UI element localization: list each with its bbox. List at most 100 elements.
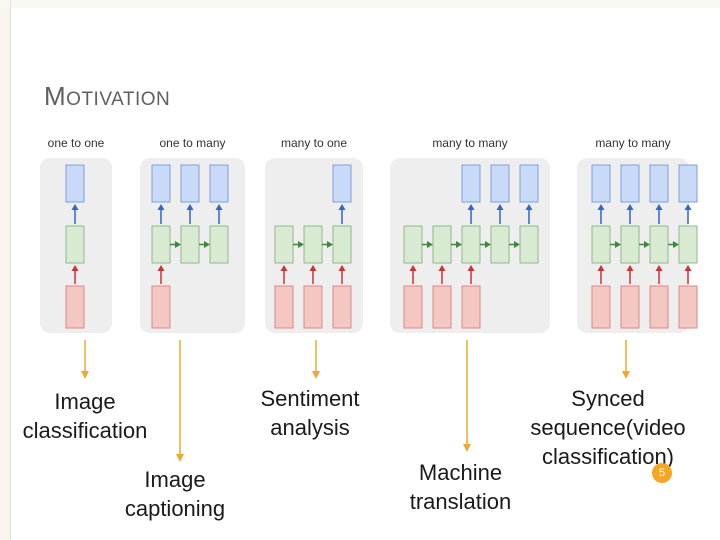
input-arrow (438, 265, 446, 284)
input-box (432, 285, 452, 329)
caption-line: analysis (270, 415, 350, 440)
output-box (620, 164, 640, 203)
input-box (461, 285, 481, 329)
caption-line: Image (144, 467, 206, 492)
output-arrow-head (626, 204, 634, 210)
output-arrow-head (467, 204, 475, 210)
caption-image-captioning: Image captioning (110, 465, 240, 523)
recurrent-arrow (170, 241, 181, 248)
rnn-panel: one to many (140, 136, 245, 333)
panel-label: many to many (595, 136, 670, 150)
output-box (678, 164, 698, 203)
rnn-panel: many to one (265, 136, 363, 333)
output-arrow (467, 204, 475, 224)
output-arrow-head (655, 204, 663, 210)
output-box (591, 164, 611, 203)
output-arrow-head (186, 204, 194, 210)
recurrent-arrow (668, 241, 679, 248)
output-arrow-head (684, 204, 692, 210)
recurrent-arrow (610, 241, 621, 248)
hidden-state-box (151, 225, 171, 264)
output-arrow-head (215, 204, 223, 210)
output-arrow (338, 204, 346, 224)
caption-sentiment-analysis: Sentiment analysis (240, 384, 380, 442)
output-arrow (655, 204, 663, 224)
rnn-panel: many to many (390, 136, 550, 333)
input-arrow-head (467, 265, 475, 271)
output-arrow (71, 204, 79, 224)
input-arrow (280, 265, 288, 284)
hidden-state-box (490, 225, 510, 264)
input-arrow (309, 265, 317, 284)
output-arrow-head (157, 204, 165, 210)
input-arrow (655, 265, 663, 284)
recurrent-arrow (451, 241, 462, 248)
caption-line: translation (409, 489, 512, 514)
recurrent-arrow (509, 241, 520, 248)
recurrent-arrow (422, 241, 433, 248)
input-box (274, 285, 294, 329)
input-arrow-head (309, 265, 317, 271)
recurrent-arrow (480, 241, 491, 248)
caption-machine-translation: Machine translation (398, 458, 523, 516)
input-arrow (684, 265, 692, 284)
input-arrow-head (409, 265, 417, 271)
caption-line: Machine (418, 460, 503, 485)
input-box (303, 285, 323, 329)
input-arrow-head (597, 265, 605, 271)
recurrent-arrow-head (644, 241, 650, 248)
panel-label: one to one (48, 136, 105, 150)
hidden-state-box (209, 225, 229, 264)
hidden-state-box (332, 225, 352, 264)
output-arrow-head (338, 204, 346, 210)
input-box (649, 285, 669, 329)
hidden-state-box (403, 225, 423, 264)
input-arrow (597, 265, 605, 284)
rnn-panel: many to many (577, 136, 698, 333)
input-arrow (467, 265, 475, 284)
panel-label: many to many (432, 136, 507, 150)
input-box (332, 285, 352, 329)
input-box (678, 285, 698, 329)
input-arrow-head (71, 265, 79, 271)
input-arrow (626, 265, 634, 284)
input-arrow-head (157, 265, 165, 271)
recurrent-arrow (639, 241, 650, 248)
output-box (65, 164, 85, 203)
hidden-state-box (519, 225, 539, 264)
recurrent-arrow-head (204, 241, 210, 248)
input-arrow-head (684, 265, 692, 271)
recurrent-arrow (293, 241, 304, 248)
rnn-panel: one to one (40, 136, 112, 333)
input-arrow-head (338, 265, 346, 271)
input-arrow (71, 265, 79, 284)
output-arrow (597, 204, 605, 224)
hidden-state-box (180, 225, 200, 264)
slide-title-initial: M (44, 81, 67, 111)
output-arrow-head (597, 204, 605, 210)
input-arrow (338, 265, 346, 284)
output-arrow (215, 204, 223, 224)
input-arrow (157, 265, 165, 284)
input-box (620, 285, 640, 329)
output-box (490, 164, 510, 203)
input-arrow (409, 265, 417, 284)
hidden-state-box (65, 225, 85, 264)
hidden-state-box (591, 225, 611, 264)
recurrent-arrow-head (514, 241, 520, 248)
caption-line: captioning (124, 496, 226, 521)
slide-title-rest: OTIVATION (66, 89, 171, 110)
caption-line: Synced (571, 386, 645, 411)
recurrent-arrow-head (615, 241, 621, 248)
hidden-state-box (649, 225, 669, 264)
hidden-state-box (274, 225, 294, 264)
output-box (209, 164, 229, 203)
recurrent-arrow-head (673, 241, 679, 248)
recurrent-arrow-head (298, 241, 304, 248)
recurrent-arrow-head (175, 241, 181, 248)
recurrent-arrow-head (327, 241, 333, 248)
output-box (461, 164, 481, 203)
input-arrow-head (438, 265, 446, 271)
output-box (649, 164, 669, 203)
